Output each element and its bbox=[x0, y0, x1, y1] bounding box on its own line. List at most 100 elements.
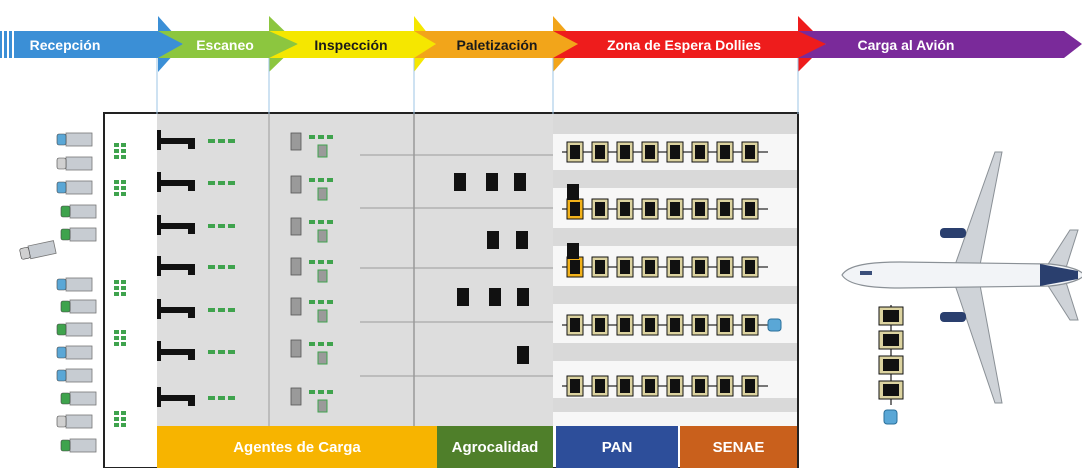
pallet-icon bbox=[670, 145, 680, 159]
box-icon bbox=[121, 336, 126, 340]
box-icon bbox=[309, 390, 315, 394]
box-icon bbox=[327, 260, 333, 264]
conveyor-end bbox=[188, 312, 195, 318]
pallet-icon bbox=[720, 318, 730, 332]
box-icon bbox=[309, 178, 315, 182]
box-icon bbox=[309, 135, 315, 139]
stage-arrow-zona-espera bbox=[553, 16, 826, 72]
conveyor-icon bbox=[157, 307, 195, 313]
lane-stripe bbox=[553, 170, 797, 188]
pallet-icon bbox=[454, 173, 466, 191]
pallet-icon bbox=[595, 318, 605, 332]
box-icon bbox=[208, 350, 215, 354]
box-icon bbox=[114, 186, 119, 190]
box-icon bbox=[114, 286, 119, 290]
box-icon bbox=[228, 350, 235, 354]
box-icon bbox=[317, 399, 328, 413]
box-icon bbox=[218, 139, 225, 143]
box-icon bbox=[114, 292, 119, 296]
pallet-icon bbox=[695, 260, 705, 274]
box-icon bbox=[228, 181, 235, 185]
zone-agentes-de-carga: Agentes de Carga bbox=[157, 426, 437, 468]
truck-body bbox=[27, 240, 57, 260]
truck-icon bbox=[56, 322, 93, 337]
airplane-icon bbox=[841, 151, 1082, 404]
box-icon bbox=[121, 192, 126, 196]
truck-body bbox=[69, 391, 97, 406]
box-icon bbox=[208, 308, 215, 312]
truck-cab bbox=[60, 300, 71, 313]
box-icon bbox=[218, 350, 225, 354]
pallet-icon bbox=[595, 260, 605, 274]
truck-cab bbox=[60, 228, 71, 241]
pallet-icon bbox=[517, 288, 529, 306]
pallet-icon bbox=[570, 379, 580, 393]
box-icon bbox=[218, 308, 225, 312]
box-icon bbox=[121, 180, 126, 184]
stage-label-paletizacion: Paletización bbox=[457, 37, 538, 53]
truck-cab bbox=[60, 205, 71, 218]
box-icon bbox=[121, 143, 126, 147]
scanner-conveyors bbox=[157, 130, 235, 407]
tug-icon bbox=[767, 318, 782, 332]
pallet-icon bbox=[489, 288, 501, 306]
conveyor-icon bbox=[157, 395, 195, 401]
pallet-icon bbox=[514, 173, 526, 191]
box-icon bbox=[121, 186, 126, 190]
pallet-icon bbox=[670, 260, 680, 274]
box-icon bbox=[114, 336, 119, 340]
box-icon bbox=[121, 342, 126, 346]
stage-label-zona-espera: Zona de Espera Dollies bbox=[607, 37, 761, 53]
box-icon bbox=[114, 143, 119, 147]
box-icon bbox=[317, 187, 328, 201]
truck-cab bbox=[56, 346, 67, 359]
pallet-icon bbox=[595, 379, 605, 393]
truck-icon bbox=[56, 414, 93, 429]
truck-icon bbox=[56, 156, 93, 171]
box-icon bbox=[318, 390, 324, 394]
inspection-table bbox=[290, 217, 302, 236]
box-icon bbox=[318, 135, 324, 139]
lane-stripe bbox=[553, 398, 797, 412]
inspection-stations bbox=[290, 132, 333, 413]
pallets bbox=[454, 173, 529, 364]
box-icon bbox=[228, 396, 235, 400]
truck-icon bbox=[56, 345, 93, 360]
box-icon bbox=[208, 265, 215, 269]
box-icon bbox=[114, 180, 119, 184]
box-icon bbox=[114, 192, 119, 196]
box-icon bbox=[318, 220, 324, 224]
conveyor-end bbox=[188, 400, 195, 406]
pallet-icon bbox=[883, 334, 899, 346]
conveyor-icon bbox=[157, 349, 195, 355]
truck-body bbox=[65, 180, 93, 195]
pallet-icon bbox=[645, 318, 655, 332]
truck-icon bbox=[19, 240, 57, 260]
box-icon bbox=[114, 423, 119, 427]
conveyor-icon bbox=[157, 180, 195, 186]
pallet-icon bbox=[567, 184, 579, 200]
stage-arrow-inspeccion bbox=[269, 16, 436, 72]
pallet-icon bbox=[570, 202, 580, 216]
truck-cab bbox=[56, 157, 67, 170]
stage-arrow-escaneo bbox=[158, 16, 298, 72]
box-icon bbox=[208, 396, 215, 400]
scanner-icon bbox=[157, 172, 161, 192]
inspection-table bbox=[290, 132, 302, 151]
truck-body bbox=[65, 156, 93, 171]
pallet-icon bbox=[720, 260, 730, 274]
lane-stripe bbox=[553, 286, 797, 304]
pallet-icon bbox=[457, 288, 469, 306]
pallet-icon bbox=[517, 346, 529, 364]
box-icon bbox=[121, 149, 126, 153]
truck-cab bbox=[56, 369, 67, 382]
box-icon bbox=[114, 342, 119, 346]
pallet-icon bbox=[620, 379, 630, 393]
zone-label-agrocalidad: Agrocalidad bbox=[451, 438, 539, 456]
box-icon bbox=[228, 265, 235, 269]
box-icon bbox=[317, 309, 328, 323]
zone-label-pan: PAN bbox=[601, 438, 633, 456]
pallet-icon bbox=[645, 202, 655, 216]
truck-icon bbox=[60, 299, 97, 314]
pallet-icon bbox=[645, 379, 655, 393]
